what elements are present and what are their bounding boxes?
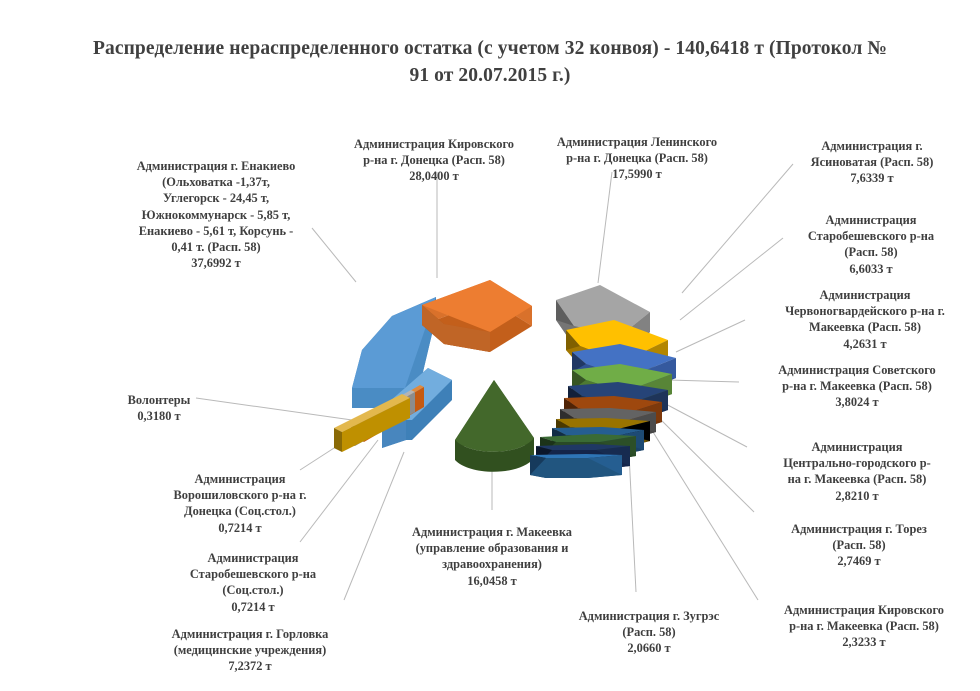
label-sovetsky-makeevka: Администрация Советского р-на г. Макеевк… bbox=[748, 346, 966, 427]
label-enakievo-text: Администрация г. Енакиево (Ольховатка -1… bbox=[136, 159, 296, 254]
pie-slice-volunteers[interactable] bbox=[334, 394, 410, 452]
label-enakievo-value: 37,6992 т bbox=[191, 255, 241, 270]
label-centralno-gorodskoy: Администрация Центрально-городского р- н… bbox=[752, 423, 962, 520]
pie-chart-3d bbox=[334, 280, 676, 478]
label-leninsky-donetsk-value: 17,5990 т bbox=[612, 167, 662, 182]
label-kirovsky-makeevka-text: Администрация Кировского р-на г. Макеевк… bbox=[784, 603, 944, 634]
pie-slice-makeevka-edu[interactable] bbox=[455, 380, 534, 472]
label-makeevka-edu: Администрация г. Макеевка (управление об… bbox=[386, 508, 598, 605]
pie-slice-misc-blue[interactable] bbox=[530, 454, 622, 478]
label-starobeshevsky-rasp-value: 6,6033 т bbox=[849, 261, 893, 276]
label-yasinovataya-value: 7,6339 т bbox=[850, 171, 894, 186]
label-zugres-value: 2,0660 т bbox=[627, 641, 671, 656]
label-centralno-gorodskoy-value: 2,8210 т bbox=[835, 488, 879, 503]
label-gorlovka-med-text: Администрация г. Горловка (медицинские у… bbox=[171, 627, 329, 658]
label-leninsky-donetsk-text: Администрация Ленинского р-на г. Донецка… bbox=[556, 135, 718, 166]
label-volunteers-text: Волонтеры bbox=[127, 393, 191, 408]
slide-canvas: Распределение нераспределенного остатка … bbox=[92, 38, 968, 673]
label-kirovsky-makeevka: Администрация Кировского р-на г. Макеевк… bbox=[758, 586, 970, 667]
label-sovetsky-makeevka-value: 3,8024 т bbox=[835, 395, 879, 410]
page-title: Распределение нераспределенного остатка … bbox=[92, 38, 888, 86]
label-kirovsky-donetsk: Администрация Кировского р-на г. Донецка… bbox=[336, 120, 532, 201]
label-zugres-text: Администрация г. Зугрэс (Расп. 58) bbox=[578, 609, 720, 640]
label-voroshilovsky-soc: Администрация Ворошиловского р-на г. Дон… bbox=[142, 455, 338, 552]
pie-slice-kirovsky-donetsk[interactable] bbox=[422, 280, 532, 352]
label-starobeshevsky-rasp-text: Администрация Старобешевского р-на (Расп… bbox=[807, 213, 935, 260]
label-starobeshevsky-soc-text: Администрация Старобешевского р-на (Соц.… bbox=[189, 551, 317, 598]
label-makeevka-edu-value: 16,0458 т bbox=[467, 573, 517, 588]
label-starobeshevsky-soc: Администрация Старобешевского р-на (Соц.… bbox=[158, 534, 348, 631]
label-starobeshevsky-soc-value: 0,7214 т bbox=[231, 599, 275, 614]
label-kirovsky-donetsk-text: Администрация Кировского р-на г. Донецка… bbox=[354, 137, 514, 168]
label-voroshilovsky-soc-value: 0,7214 т bbox=[218, 520, 262, 535]
label-volunteers: Волонтеры 0,3180 т bbox=[96, 376, 222, 441]
label-torez: Администрация г. Торез (Расп. 58) 2,7469… bbox=[760, 505, 958, 586]
label-volunteers-value: 0,3180 т bbox=[137, 409, 181, 424]
label-yasinovataya-text: Администрация г. Ясиноватая (Расп. 58) bbox=[810, 139, 934, 170]
label-sovetsky-makeevka-text: Администрация Советского р-на г. Макеевк… bbox=[778, 363, 936, 394]
label-torez-value: 2,7469 т bbox=[837, 554, 881, 569]
label-enakievo: Администрация г. Енакиево (Ольховатка -1… bbox=[118, 142, 314, 287]
label-kirovsky-makeevka-value: 2,3233 т bbox=[842, 635, 886, 650]
label-centralno-gorodskoy-text: Администрация Центрально-городского р- н… bbox=[783, 440, 931, 487]
label-yasinovataya: Администрация г. Ясиноватая (Расп. 58) 7… bbox=[782, 122, 962, 203]
label-chervonogvardeysky: Администрация Червоногвардейского р-на г… bbox=[762, 271, 968, 368]
label-chervonogvardeysky-value: 4,2631 т bbox=[843, 336, 887, 351]
label-leninsky-donetsk: Администрация Ленинского р-на г. Донецка… bbox=[542, 118, 732, 199]
label-starobeshevsky-rasp: Администрация Старобешевского р-на (Расп… bbox=[780, 196, 962, 293]
label-makeevka-edu-text: Администрация г. Макеевка (управление об… bbox=[412, 525, 572, 572]
label-kirovsky-donetsk-value: 28,0400 т bbox=[409, 169, 459, 184]
label-gorlovka-med-value: 7,2372 т bbox=[228, 659, 272, 674]
leader-lines bbox=[195, 163, 794, 601]
label-torez-text: Администрация г. Торез (Расп. 58) bbox=[791, 522, 927, 553]
label-voroshilovsky-soc-text: Администрация Ворошиловского р-на г. Дон… bbox=[173, 472, 307, 519]
label-chervonogvardeysky-text: Администрация Червоногвардейского р-на г… bbox=[785, 288, 945, 335]
